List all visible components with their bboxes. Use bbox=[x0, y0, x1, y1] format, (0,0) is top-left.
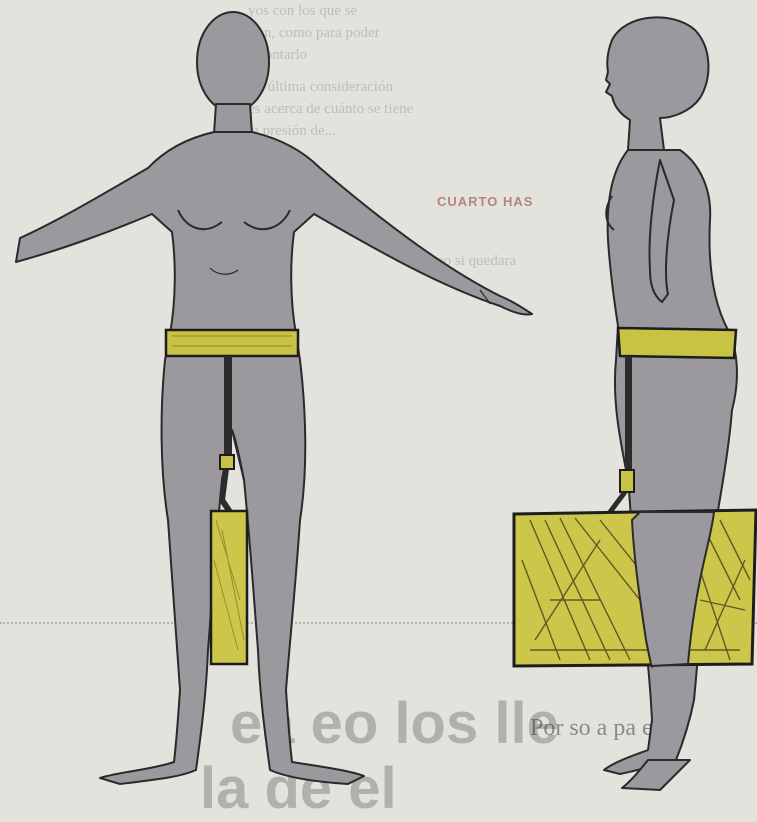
side-figure-illustration bbox=[604, 17, 737, 790]
illustration-scene: yos con los que se tran, como para poder… bbox=[0, 0, 757, 796]
side-waist-belt-icon bbox=[618, 328, 736, 358]
waist-belt-icon bbox=[166, 330, 298, 356]
front-figure-illustration bbox=[16, 12, 532, 784]
figures-drawing bbox=[0, 0, 757, 796]
